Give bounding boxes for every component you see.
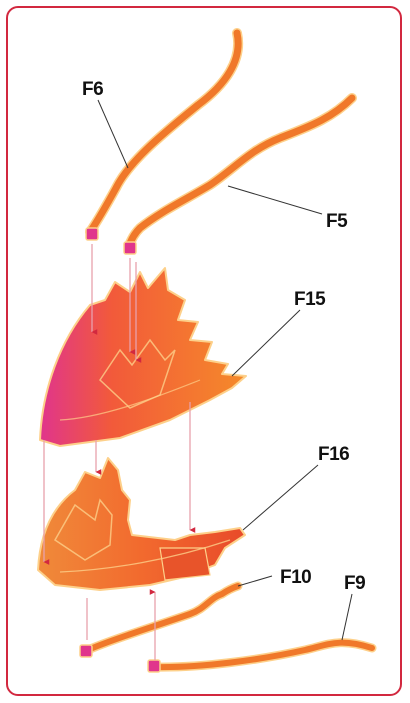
- label-f16: F16: [318, 445, 349, 464]
- label-f5: F5: [326, 212, 347, 231]
- part-f5: [124, 98, 352, 254]
- leader-f9: [342, 594, 352, 640]
- part-f16: [38, 458, 245, 590]
- label-f15: F15: [294, 290, 325, 309]
- part-f15: [40, 268, 246, 446]
- label-f10: F10: [280, 568, 311, 587]
- label-f9: F9: [344, 574, 365, 593]
- part-f9: [148, 643, 372, 672]
- label-f6: F6: [82, 80, 103, 99]
- leader-f10: [238, 576, 272, 586]
- leader-f6: [98, 100, 128, 168]
- part-f10: [80, 586, 238, 657]
- leader-f5: [228, 186, 322, 214]
- leader-f16: [243, 465, 318, 530]
- leader-f15: [232, 310, 300, 376]
